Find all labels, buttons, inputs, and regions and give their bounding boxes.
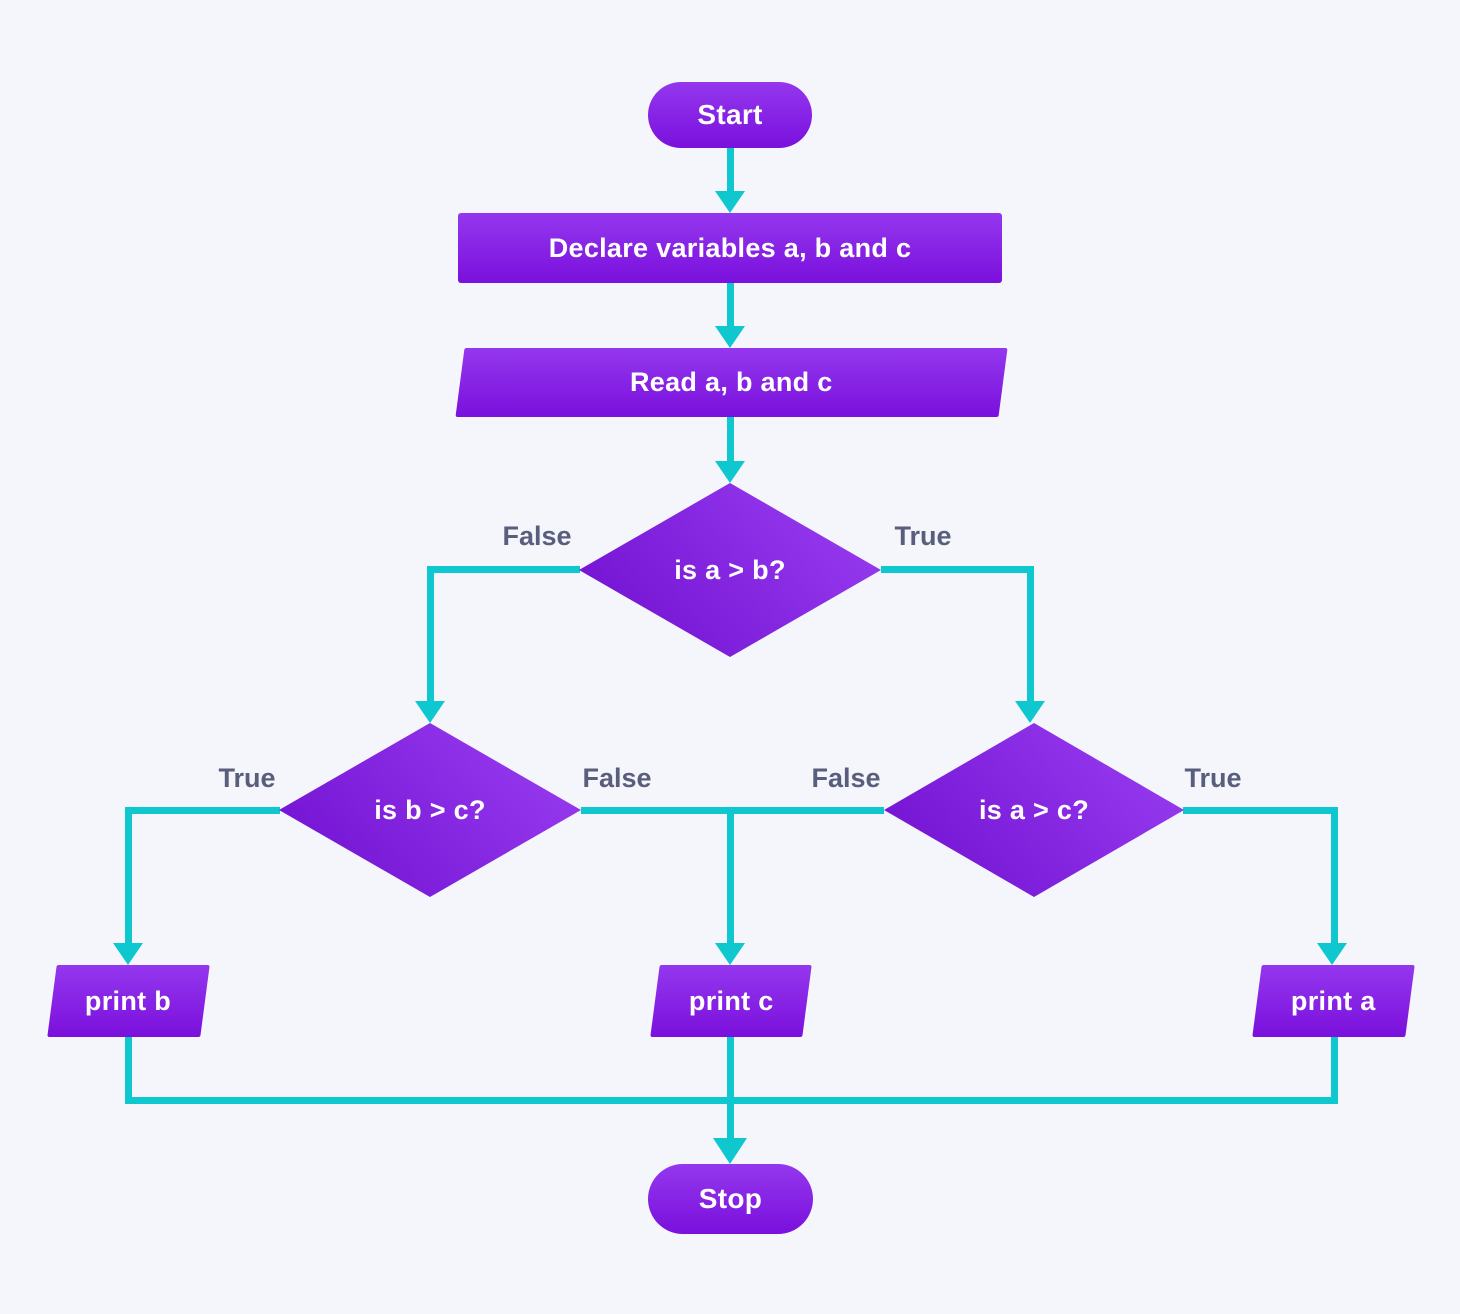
io-print-b-label: print b [85,985,172,1016]
connector-d1-true-vertical [1027,566,1034,703]
connector-d3-true-horizontal [1183,807,1338,814]
arrowhead-into-decision3 [1015,701,1045,723]
decision2-label: is b > c? [374,794,486,825]
decision1-label: is a > b? [674,554,786,585]
arrowhead-into-read [715,326,745,348]
branch-label-d2-true: True [218,763,276,793]
connector-printa-down [1331,1037,1338,1104]
io-print-b-node: print b [47,965,210,1037]
io-read-label: Read a, b and c [630,367,833,397]
connector-declare-read [727,283,734,329]
connector-d2-true-vertical [125,807,132,945]
branch-label-d2-false: False [582,763,652,793]
stop-node-label: Stop [698,1183,763,1214]
io-print-c-label: print c [688,985,774,1016]
io-print-c-node: print c [650,965,812,1037]
decision-is-b-gt-c: is b > c? [279,723,581,897]
branch-label-d3-false: False [811,763,881,793]
arrowhead-into-print-b [113,943,143,965]
arrowhead-into-stop [713,1138,747,1164]
arrowhead-into-decision2 [415,701,445,723]
process-declare-variables: Declare variables a, b and c [458,213,1002,283]
connector-printb-down [125,1037,132,1104]
connector-d3-true-vertical [1331,807,1338,945]
decision-is-a-gt-c: is a > c? [884,723,1184,897]
branch-label-d1-false: False [502,521,572,551]
io-print-a-label: print a [1291,985,1376,1016]
start-node: Start [648,82,812,148]
connector-d2-true-horizontal [125,807,280,814]
arrowhead-into-print-a [1317,943,1347,965]
arrowhead-into-decision1 [715,461,745,483]
connector-d1-false-horizontal [427,566,580,573]
connector-d1-true-horizontal [881,566,1034,573]
io-print-a-node: print a [1252,965,1415,1037]
arrowhead-into-declare [715,191,745,213]
io-read-node: Read a, b and c [455,348,1008,417]
decision-is-a-gt-b: is a > b? [579,483,881,657]
start-node-label: Start [697,99,763,130]
stop-node: Stop [648,1164,813,1234]
branch-label-d3-true: True [1184,763,1242,793]
connector-false-merge-vertical [727,807,734,945]
connector-printc-stop [727,1037,734,1138]
connector-d1-false-vertical [427,566,434,703]
connector-read-decision1 [727,417,734,464]
arrowhead-into-print-c [715,943,745,965]
process-declare-label: Declare variables a, b and c [548,232,912,263]
branch-label-d1-true: True [894,521,952,551]
connector-start-declare [727,148,734,194]
decision3-label: is a > c? [978,794,1089,825]
